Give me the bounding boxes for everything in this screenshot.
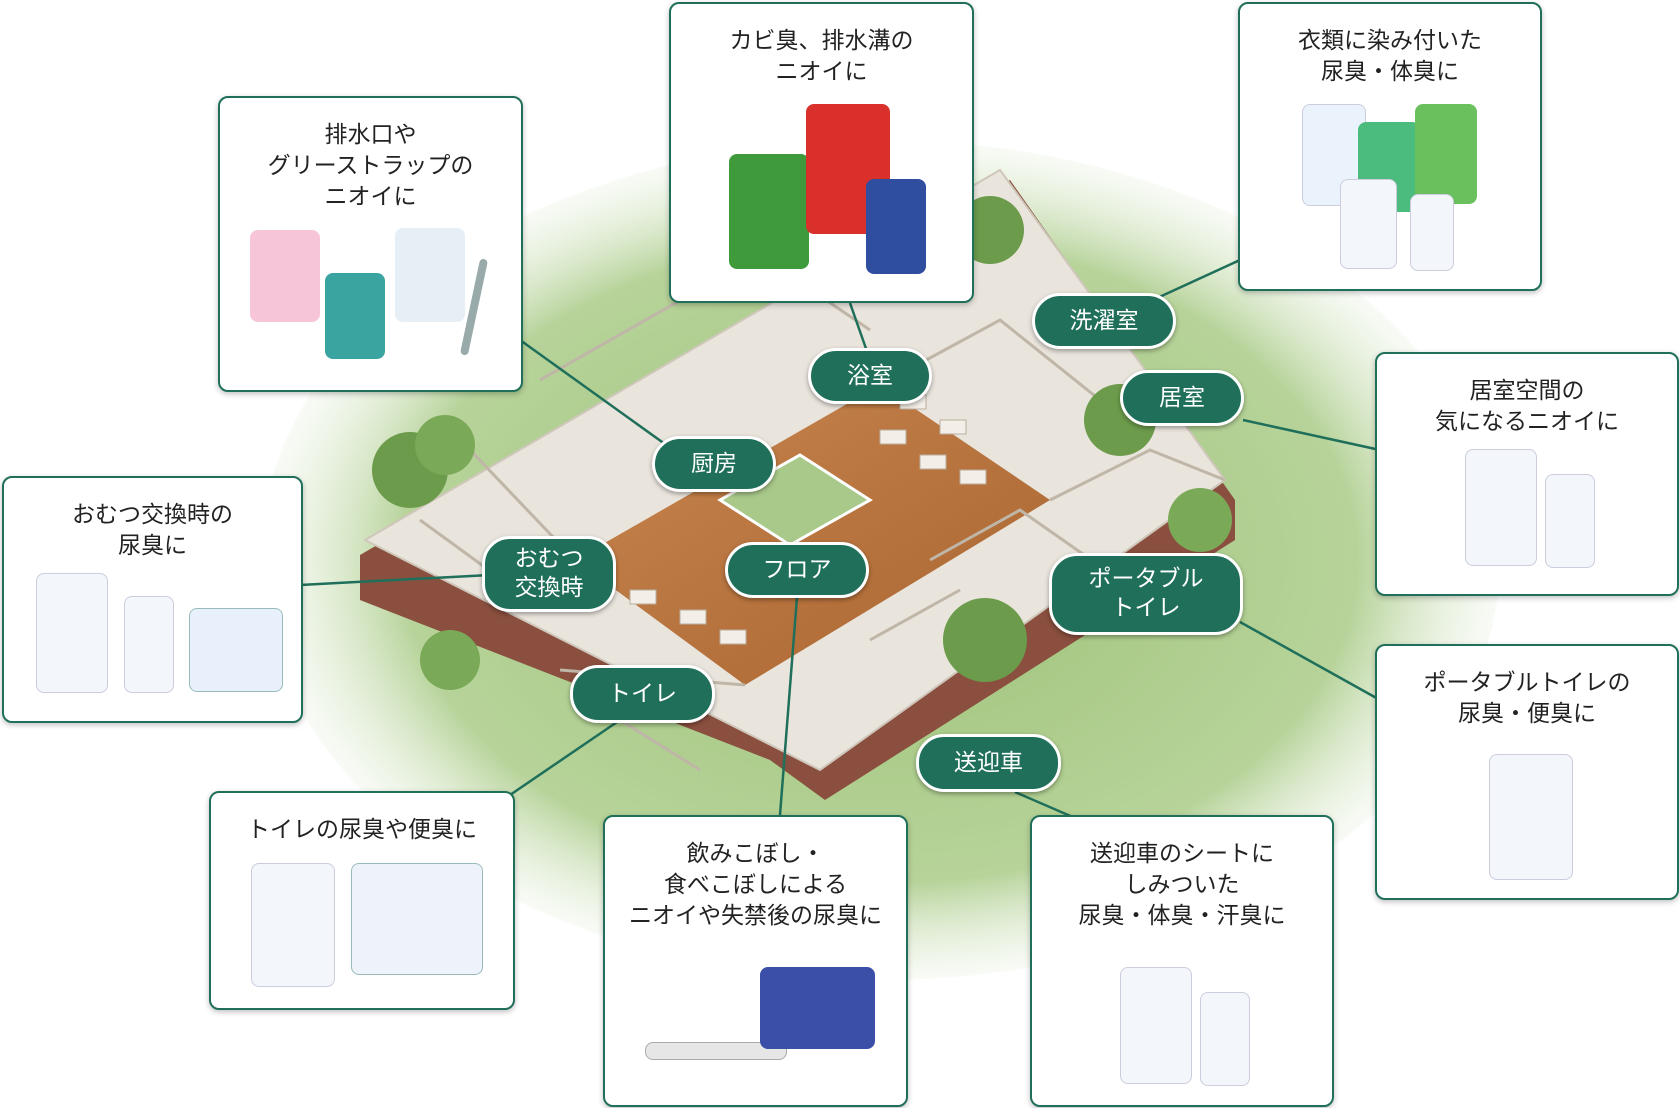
card-kabi: カビ臭、排水溝の ニオイに [669,2,974,303]
trees [372,196,1232,690]
label-chubo[interactable]: 厨房 [652,436,776,492]
label-yokushitsu[interactable]: 浴室 [808,348,932,404]
label-portable[interactable]: ポータブル トイレ [1049,553,1243,635]
drain-net-product-image [250,230,320,322]
card-toilet-text: トイレの尿臭や便臭に [247,817,477,843]
deodorant-refill-bottle-image [1120,967,1192,1084]
card-kabi-text: カビ臭、排水溝の ニオイに [729,28,914,85]
card-kyoshitsu-kukan-text: 居室空間の 気になるニオイに [1435,378,1619,435]
wide-haiter-ex-bottle-image [1415,104,1477,204]
label-floor[interactable]: フロア [725,542,869,598]
label-sogeisha[interactable]: 送迎車 [916,734,1061,792]
card-kyoshitsu-kukan: 居室空間の 気になるニオイに [1375,352,1679,596]
card-portable-toilet: ポータブルトイレの 尿臭・便臭に [1375,644,1679,900]
card-nomikoboshi: 飲みこぼし・ 食べこぼしによる ニオイや失禁後の尿臭に [603,815,908,1107]
card-sogeisha-seat: 送迎車のシートに しみついた 尿臭・体臭・汗臭に [1030,815,1334,1107]
magiclean-deodorant-bottle-image [251,863,335,987]
label-sentakushitsu[interactable]: 洗濯室 [1032,293,1176,349]
toilet-cleaning-sheet-image [351,863,483,975]
card-sogeisha-seat-text: 送迎車のシートに しみついた 尿臭・体臭・汗臭に [1078,841,1286,929]
deodorant-spray-image [1200,992,1250,1086]
super-clean-bottle-image [729,154,809,269]
card-portable-toilet-text: ポータブルトイレの 尿臭・便臭に [1423,670,1631,727]
card-omutsu-kokan-text: おむつ交換時の 尿臭に [72,502,233,559]
magiclean-deodorant-bottle-image [1489,754,1573,880]
urine-pad-package-image [189,608,283,692]
deodorant-spray-image [1410,194,1454,271]
card-irui: 衣類に染み付いた 尿臭・体臭に [1238,2,1542,291]
deodorant-spray-image [124,596,174,693]
card-irui-text: 衣類に染み付いた 尿臭・体臭に [1298,28,1482,85]
deodorant-spray-image [1545,474,1595,568]
deodorant-bottle-image [1340,179,1397,269]
card-nomikoboshi-text: 飲みこぼし・ 食べこぼしによる ニオイや失禁後の尿臭に [629,841,882,929]
label-toilet[interactable]: トイレ [570,665,715,723]
grease-sheet-product-image [395,228,465,322]
deodorant-refill-bottle-image [1465,449,1537,566]
quickle-wipe-sheet-image [760,967,875,1049]
label-kyoshitsu[interactable]: 居室 [1120,370,1244,426]
kabi-haiter-spray-image [866,179,926,274]
card-haisuiguchi-text: 排水口や グリーストラップの ニオイに [267,122,474,210]
mop-tool-image [645,1042,787,1060]
card-omutsu-kokan: おむつ交換時の 尿臭に [2,476,303,723]
label-omutsu[interactable]: おむつ 交換時 [482,536,616,612]
deodorant-refill-bottle-image [36,573,108,693]
card-toilet: トイレの尿臭や便臭に [209,791,515,1010]
card-haisuiguchi: 排水口や グリーストラップの ニオイに [218,96,523,392]
spray-bottle-image [325,273,385,359]
